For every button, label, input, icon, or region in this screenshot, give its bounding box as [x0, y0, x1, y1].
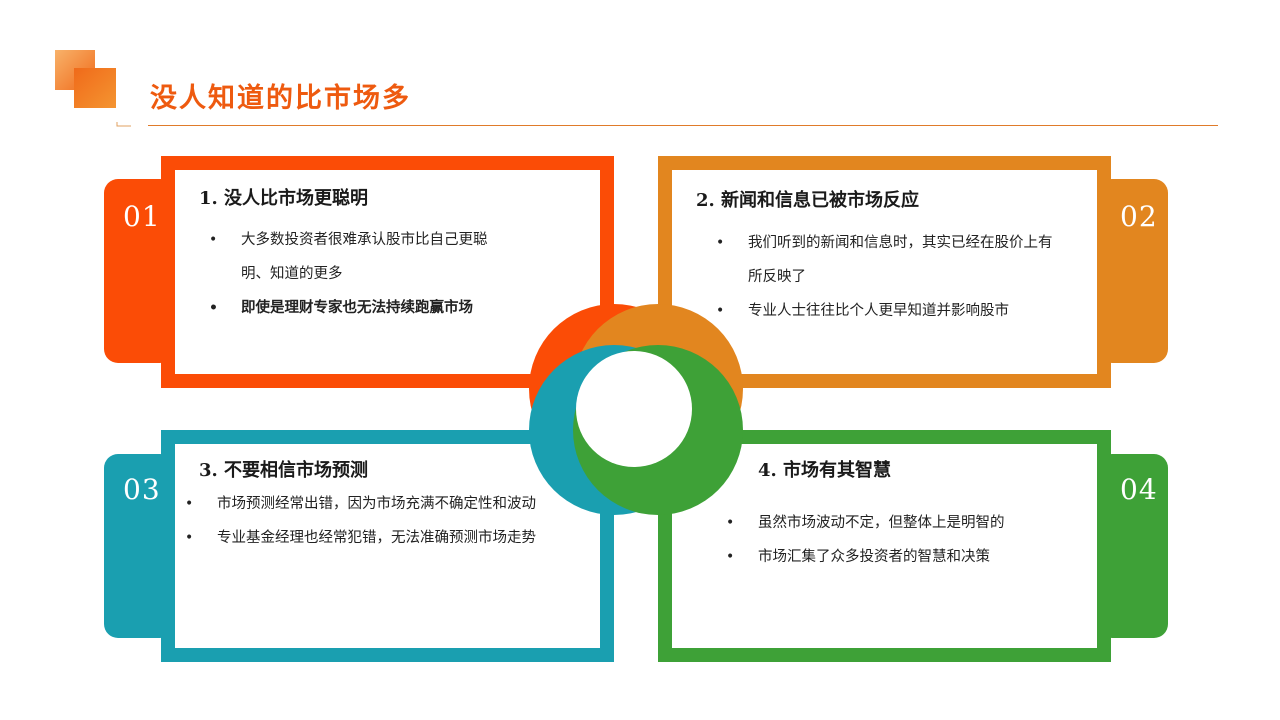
bullet-item: 市场汇集了众多投资者的智慧和决策 — [726, 540, 1071, 574]
bullet-item: 大多数投资者很难承认股市比自己更聪明、知道的更多 — [209, 223, 499, 291]
card-heading: 2. 新闻和信息已被市场反应 — [696, 190, 920, 211]
card-4: 04 4. 市场有其智慧 虽然市场波动不定，但整体上是明智的 市场汇集了众多投资… — [573, 345, 1168, 662]
card-heading: 4. 市场有其智慧 — [758, 460, 892, 481]
card-bullet-list: 大多数投资者很难承认股市比自己更聪明、知道的更多 即使是理财专家也无法持续跑赢市… — [209, 223, 499, 325]
card-number: 02 — [1120, 200, 1158, 233]
center-circle-cutout — [576, 351, 692, 467]
card-bullet-list: 市场预测经常出错，因为市场充满不确定性和波动 专业基金经理也经常犯错，无法准确预… — [185, 487, 565, 555]
logo-squares-icon — [55, 50, 131, 127]
bullet-item: 专业人士往往比个人更早知道并影响股市 — [716, 294, 1061, 328]
card-2: 02 2. 新闻和信息已被市场反应 我们听到的新闻和信息时，其实已经在股价上有所… — [573, 156, 1168, 474]
card-heading: 1. 没人比市场更聪明 — [199, 188, 369, 209]
card-bullet-list: 我们听到的新闻和信息时，其实已经在股价上有所反映了 专业人士往往比个人更早知道并… — [716, 226, 1061, 328]
bullet-item: 虽然市场波动不定，但整体上是明智的 — [726, 506, 1071, 540]
bullet-item: 我们听到的新闻和信息时，其实已经在股价上有所反映了 — [716, 226, 1061, 294]
card-number: 01 — [123, 200, 161, 233]
card-1: 01 1. 没人比市场更聪明 大多数投资者很难承认股市比自己更聪明、知道的更多 … — [104, 156, 699, 474]
card-heading: 3. 不要相信市场预测 — [199, 460, 369, 481]
card-3: 03 3. 不要相信市场预测 市场预测经常出错，因为市场充满不确定性和波动 专业… — [104, 345, 699, 662]
bullet-item-bold: 即使是理财专家也无法持续跑赢市场 — [209, 291, 499, 325]
bullet-item: 市场预测经常出错，因为市场充满不确定性和波动 — [185, 487, 565, 521]
card-bullet-list: 虽然市场波动不定，但整体上是明智的 市场汇集了众多投资者的智慧和决策 — [726, 506, 1071, 574]
card-number: 03 — [123, 473, 161, 506]
page-title: 没人知道的比市场多 — [150, 83, 411, 114]
card-number: 04 — [1120, 473, 1158, 506]
bullet-item: 专业基金经理也经常犯错，无法准确预测市场走势 — [185, 521, 565, 555]
title-divider — [148, 125, 1218, 126]
